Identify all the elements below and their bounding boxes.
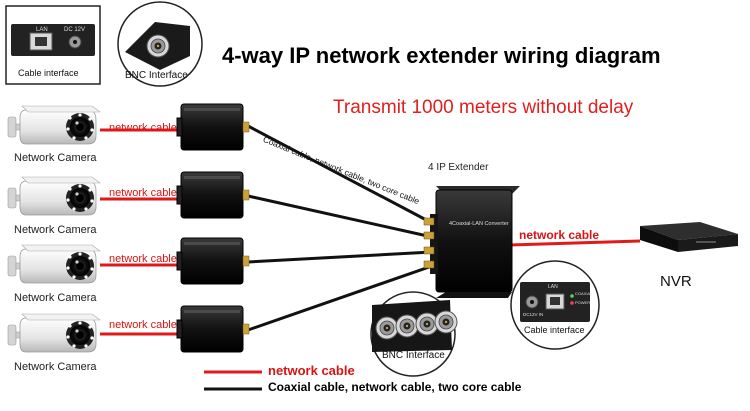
- legend-black-label: Coaxial cable, network cable, two core c…: [268, 380, 522, 394]
- legend-red-label: network cable: [268, 363, 355, 378]
- camera-3-cable-label: network cable: [109, 253, 177, 265]
- page-title: 4-way IP network extender wiring diagram: [222, 43, 661, 68]
- camera-3-label: Network Camera: [14, 292, 97, 304]
- bottom-power-text: POWER: [575, 300, 591, 305]
- camera-1-label: Network Camera: [14, 152, 97, 164]
- extender-face-text: 4Coaxial-LAN Converter: [449, 221, 509, 227]
- camera-1-cable-label: network cable: [109, 122, 177, 134]
- bottom-dc-text: DC12V IN: [523, 312, 544, 317]
- bottom-coaxial-text: COAXIAL: [575, 291, 593, 296]
- bottom-cable-interface-label: Cable interface: [524, 325, 585, 335]
- camera-4-label: Network Camera: [14, 361, 97, 373]
- inset-dc-text: DC 12V: [64, 27, 86, 33]
- output-cable-label: network cable: [519, 228, 600, 242]
- bottom-lan-text: LAN: [548, 284, 558, 290]
- extender-title: 4 IP Extender: [428, 162, 489, 173]
- inset-lan-text: LAN: [36, 27, 48, 33]
- nvr-device: [640, 222, 738, 252]
- inset-bnc-interface-label: BNC Interface: [125, 70, 188, 81]
- inset-cable-interface-label: Cable interface: [18, 68, 79, 78]
- camera-2-label: Network Camera: [14, 224, 97, 236]
- bottom-bnc-interface-label: BNC Interface: [382, 350, 445, 361]
- camera-2-cable-label: network cable: [109, 187, 177, 199]
- ip-extender: [423, 186, 520, 298]
- page-subtitle: Transmit 1000 meters without delay: [333, 97, 634, 118]
- camera-4-cable-label: network cable: [109, 319, 177, 331]
- nvr-label: NVR: [660, 273, 692, 290]
